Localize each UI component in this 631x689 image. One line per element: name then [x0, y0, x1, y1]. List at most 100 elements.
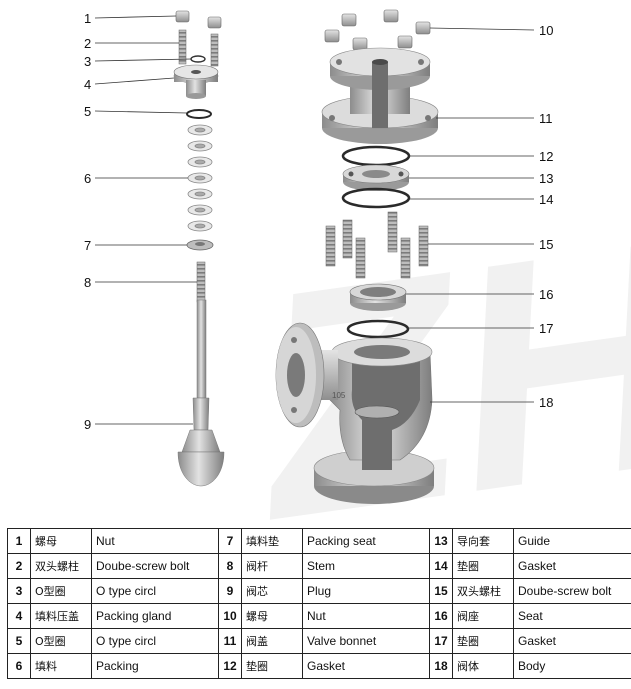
callout-2: 2 — [84, 36, 91, 51]
part-number: 3 — [7, 578, 31, 604]
part-name-cn: 阀体 — [452, 653, 514, 679]
part-name-en: Valve bonnet — [302, 628, 430, 654]
callout-1: 1 — [84, 11, 91, 26]
callout-10: 10 — [539, 23, 553, 38]
part-name-cn: O型圈 — [30, 578, 92, 604]
valve-body-part-18: 105 — [275, 322, 435, 504]
part-number: 5 — [7, 628, 31, 654]
part-name-cn: 填料 — [30, 653, 92, 679]
part-name-cn: 双头螺柱 — [30, 553, 92, 579]
callout-16: 16 — [539, 287, 553, 302]
part-name-en: Stem — [302, 553, 430, 579]
part-name-en: Packing — [91, 653, 219, 679]
o-ring-part-3 — [190, 55, 206, 63]
part-name-en: O type circl — [91, 628, 219, 654]
part-name-en: Gasket — [513, 553, 631, 579]
callout-numbers: 1 2 3 4 5 6 7 8 9 10 11 12 13 14 15 16 1… — [84, 11, 553, 432]
part-name-cn: 双头螺柱 — [452, 578, 514, 604]
part-number: 1 — [7, 528, 31, 554]
part-name-cn: 垫圈 — [452, 553, 514, 579]
stem-part-8 — [196, 261, 207, 399]
part-name-en: Nut — [91, 528, 219, 554]
exploded-valve-diagram: ZH — [84, 9, 631, 520]
part-name-en: Body — [513, 653, 631, 679]
callout-8: 8 — [84, 275, 91, 290]
part-number: 16 — [429, 603, 453, 629]
part-name-en: Gasket — [302, 653, 430, 679]
callout-5: 5 — [84, 104, 91, 119]
stud-bolt-part-2 — [178, 29, 219, 67]
parts-table: 1 螺母 Nut 7 填料垫 Packing seat 13 导向套 Guide… — [7, 528, 631, 679]
part-name-en: Nut — [302, 603, 430, 629]
part-name-cn: 螺母 — [241, 603, 303, 629]
part-name-cn: 阀座 — [452, 603, 514, 629]
part-name-cn: 垫圈 — [452, 628, 514, 654]
part-name-en: Guide — [513, 528, 631, 554]
callout-15: 15 — [539, 237, 553, 252]
part-name-cn: 阀盖 — [241, 628, 303, 654]
part-number: 11 — [218, 628, 242, 654]
gasket-part-12 — [341, 145, 411, 167]
part-number: 12 — [218, 653, 242, 679]
part-number: 13 — [429, 528, 453, 554]
body-marking-text: 105 — [332, 391, 346, 400]
callout-18: 18 — [539, 395, 553, 410]
leader-lines — [94, 15, 535, 425]
part-name-cn: O型圈 — [30, 628, 92, 654]
part-number: 8 — [218, 553, 242, 579]
gasket-part-17 — [346, 319, 410, 339]
valve-bonnet-part-11 — [321, 47, 439, 144]
callout-17: 17 — [539, 321, 553, 336]
part-number: 10 — [218, 603, 242, 629]
callout-4: 4 — [84, 77, 91, 92]
packing-rings-part-6 — [187, 124, 213, 232]
gasket-part-14 — [341, 187, 411, 209]
callout-6: 6 — [84, 171, 91, 186]
plug-part-9 — [177, 397, 225, 487]
callout-11: 11 — [539, 111, 553, 126]
callout-13: 13 — [539, 171, 553, 186]
part-name-en: Seat — [513, 603, 631, 629]
guide-part-13 — [342, 164, 410, 191]
part-number: 6 — [7, 653, 31, 679]
callout-12: 12 — [539, 149, 553, 164]
part-name-en: Gasket — [513, 628, 631, 654]
callout-3: 3 — [84, 54, 91, 69]
part-name-cn: 螺母 — [30, 528, 92, 554]
nut-part-10 — [324, 9, 431, 51]
part-name-cn: 填料垫 — [241, 528, 303, 554]
stud-bolt-part-15 — [325, 211, 429, 279]
part-name-cn: 阀芯 — [241, 578, 303, 604]
part-name-cn: 填料压盖 — [30, 603, 92, 629]
part-name-en: Doube-screw bolt — [513, 578, 631, 604]
part-name-en: O type circl — [91, 578, 219, 604]
callout-7: 7 — [84, 238, 91, 253]
seat-part-16 — [349, 283, 407, 311]
part-number: 18 — [429, 653, 453, 679]
part-number: 7 — [218, 528, 242, 554]
part-number: 14 — [429, 553, 453, 579]
part-name-cn: 垫圈 — [241, 653, 303, 679]
part-number: 17 — [429, 628, 453, 654]
table-row: 2 双头螺柱 Doube-screw bolt 8 阀杆 Stem 14 垫圈 … — [7, 553, 631, 579]
nut-part-1 — [175, 10, 222, 29]
part-name-en: Packing gland — [91, 603, 219, 629]
callout-14: 14 — [539, 192, 553, 207]
table-row: 1 螺母 Nut 7 填料垫 Packing seat 13 导向套 Guide — [7, 528, 631, 554]
table-row: 3 O型圈 O type circl 9 阀芯 Plug 15 双头螺柱 Dou… — [7, 578, 631, 604]
callout-9: 9 — [84, 417, 91, 432]
table-row: 6 填料 Packing 12 垫圈 Gasket 18 阀体 Body — [7, 653, 631, 679]
part-number: 9 — [218, 578, 242, 604]
part-number: 4 — [7, 603, 31, 629]
part-number: 15 — [429, 578, 453, 604]
part-name-cn: 导向套 — [452, 528, 514, 554]
part-name-en: Packing seat — [302, 528, 430, 554]
part-name-en: Plug — [302, 578, 430, 604]
table-row: 5 O型圈 O type circl 11 阀盖 Valve bonnet 17… — [7, 628, 631, 654]
part-name-en: Doube-screw bolt — [91, 553, 219, 579]
o-ring-part-5 — [186, 109, 212, 119]
packing-seat-part-7 — [186, 239, 214, 251]
part-number: 2 — [7, 553, 31, 579]
table-row: 4 填料压盖 Packing gland 10 螺母 Nut 16 阀座 Sea… — [7, 603, 631, 629]
packing-gland-part-4 — [173, 64, 219, 99]
